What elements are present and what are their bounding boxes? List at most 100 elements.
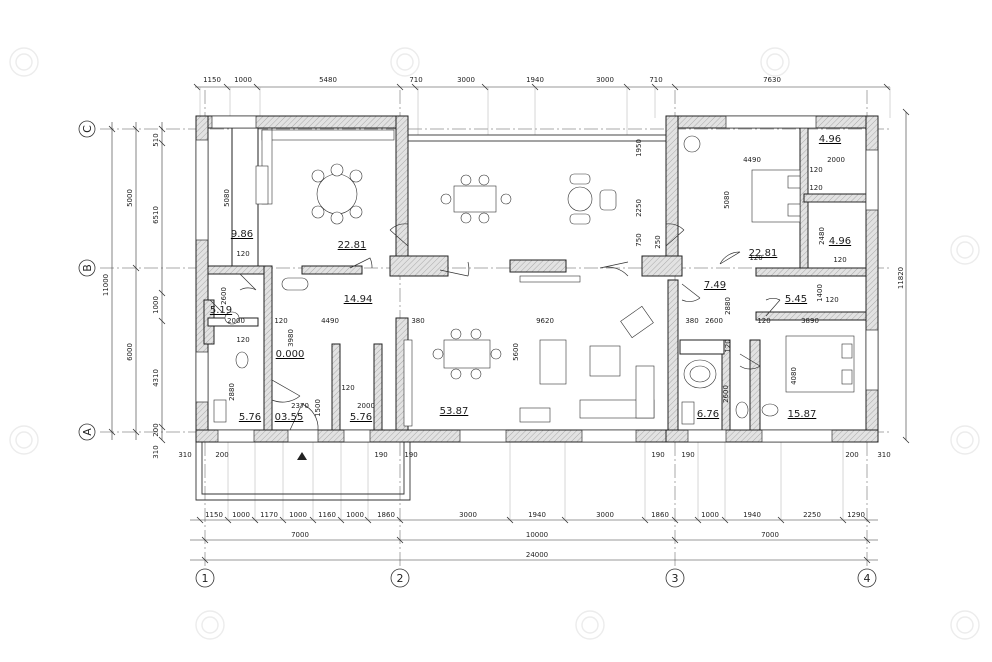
- dim-top: 710: [409, 76, 422, 84]
- dim-bottom: 1170: [260, 511, 278, 519]
- room-area-wc-left: 5.19: [210, 305, 232, 316]
- room-area-bedroom-top: 22.81: [749, 248, 778, 259]
- dim-bottom: 1940: [528, 511, 546, 519]
- axis-label-2: 2: [397, 572, 404, 585]
- axis-bubble-1: [195, 568, 215, 588]
- dim-interior: 2000: [227, 317, 245, 325]
- dim-left: 510: [152, 133, 160, 146]
- dim-interior: 4490: [743, 156, 761, 164]
- dim-interior: 190: [404, 451, 417, 459]
- axis-label-4: 4: [864, 572, 871, 585]
- dim-interior: 5600: [512, 343, 520, 361]
- furniture: [213, 129, 862, 427]
- axis-bubble-c: [78, 120, 96, 138]
- dim-interior: 380: [411, 317, 424, 325]
- dim-left: 6000: [126, 343, 134, 361]
- dim-top: 3000: [457, 76, 475, 84]
- dim-top: 1940: [526, 76, 544, 84]
- side-dimensions: 510 6510 1000 4310 200 5000 6000 11000 3…: [102, 133, 905, 458]
- dim-interior: 3890: [801, 317, 819, 325]
- room-area-bath-right: 6.76: [697, 409, 719, 420]
- dim-interior: 190: [374, 451, 387, 459]
- dim-top: 7630: [763, 76, 781, 84]
- grid-lines: [100, 90, 890, 568]
- dim-interior: 750: [635, 233, 643, 246]
- dim-bottom: 310: [178, 451, 191, 459]
- dim-left: 1000: [152, 296, 160, 314]
- dim-interior: 2880: [228, 383, 236, 401]
- dim-bottom: 10000: [526, 531, 548, 539]
- dim-bottom: 1000: [289, 511, 307, 519]
- dim-left: 200: [152, 423, 160, 436]
- dim-left-total: 11000: [102, 274, 110, 296]
- watermark: [9, 47, 980, 640]
- axis-label-1: 1: [202, 572, 209, 585]
- dim-interior: 190: [651, 451, 664, 459]
- dim-interior: 1500: [314, 399, 322, 417]
- room-area-closet-mid: 4.96: [829, 236, 851, 247]
- room-area-vestibule: 03.55: [275, 412, 304, 423]
- interior-dimensions: 5080 120 2600 2000 120 4490 120 3980 288…: [215, 139, 858, 459]
- dim-bottom: 2250: [803, 511, 821, 519]
- dim-interior: 120: [274, 317, 287, 325]
- dim-left: 310: [152, 445, 160, 458]
- dim-bottom: 1860: [651, 511, 669, 519]
- dim-top: 3000: [596, 76, 614, 84]
- dim-top: 1150: [203, 76, 221, 84]
- room-area-hall: 14.94: [344, 294, 373, 305]
- doors: [209, 223, 781, 431]
- dim-interior: 2480: [818, 227, 826, 245]
- room-area-kitchen-strip: 9.86: [231, 229, 253, 240]
- room-area-bedroom-bottom: 15.87: [788, 409, 817, 420]
- entrance-arrow: [297, 452, 307, 460]
- dim-interior: 120: [341, 384, 354, 392]
- axis-bubble-a: [78, 423, 96, 441]
- dim-left: 4310: [152, 369, 160, 387]
- dim-bottom: 3000: [596, 511, 614, 519]
- dim-interior: 120: [833, 256, 846, 264]
- room-area-dining: 22.81: [338, 240, 367, 251]
- axis-bubble-2: [390, 568, 410, 588]
- dim-bottom: 1150: [205, 511, 223, 519]
- dim-bottom: 1160: [318, 511, 336, 519]
- dim-interior: 120: [825, 296, 838, 304]
- dim-interior: 1950: [635, 139, 643, 157]
- dim-interior: 200: [215, 451, 228, 459]
- room-areas: 9.86 22.81 5.19 14.94 0.000 5.76 03.55 5…: [210, 134, 851, 423]
- dim-top: 1000: [234, 76, 252, 84]
- openings: [195, 115, 879, 443]
- dim-top: 5480: [319, 76, 337, 84]
- dim-bottom: 1000: [701, 511, 719, 519]
- axis-label-a: A: [81, 428, 94, 436]
- dim-interior: 190: [681, 451, 694, 459]
- dim-interior: 2250: [635, 199, 643, 217]
- dim-interior: 120: [236, 336, 249, 344]
- dim-bottom: 7000: [761, 531, 779, 539]
- room-area-entry-level: 0.000: [276, 349, 305, 360]
- dim-interior: 2000: [827, 156, 845, 164]
- room-area-closet-top: 4.96: [819, 134, 841, 145]
- axis-markers: [78, 120, 877, 588]
- dim-bottom: 3000: [459, 511, 477, 519]
- dim-left: 6510: [152, 206, 160, 224]
- dim-interior: 2880: [724, 297, 732, 315]
- dim-interior: 9620: [536, 317, 554, 325]
- dim-interior: 120: [749, 254, 762, 262]
- top-dimensions: 1150 1000 5480 710 3000 1940 3000 710 76…: [203, 76, 781, 84]
- axis-bubble-3: [665, 568, 685, 588]
- dim-interior: 1400: [816, 284, 824, 302]
- dim-interior: 4490: [321, 317, 339, 325]
- axis-bubble-b: [78, 259, 96, 277]
- dim-interior: 200: [845, 451, 858, 459]
- room-area-living: 53.87: [440, 406, 469, 417]
- dim-interior: 250: [654, 235, 662, 248]
- dim-bottom-total: 24000: [526, 551, 548, 559]
- dim-interior: 120: [724, 339, 732, 352]
- dim-interior: 5080: [223, 189, 231, 207]
- dim-interior: 120: [236, 250, 249, 258]
- dim-interior: 120: [757, 317, 770, 325]
- axis-bubble-4: [857, 568, 877, 588]
- dim-interior: 4080: [790, 367, 798, 385]
- dim-interior: 3980: [287, 329, 295, 347]
- dim-bottom: 7000: [291, 531, 309, 539]
